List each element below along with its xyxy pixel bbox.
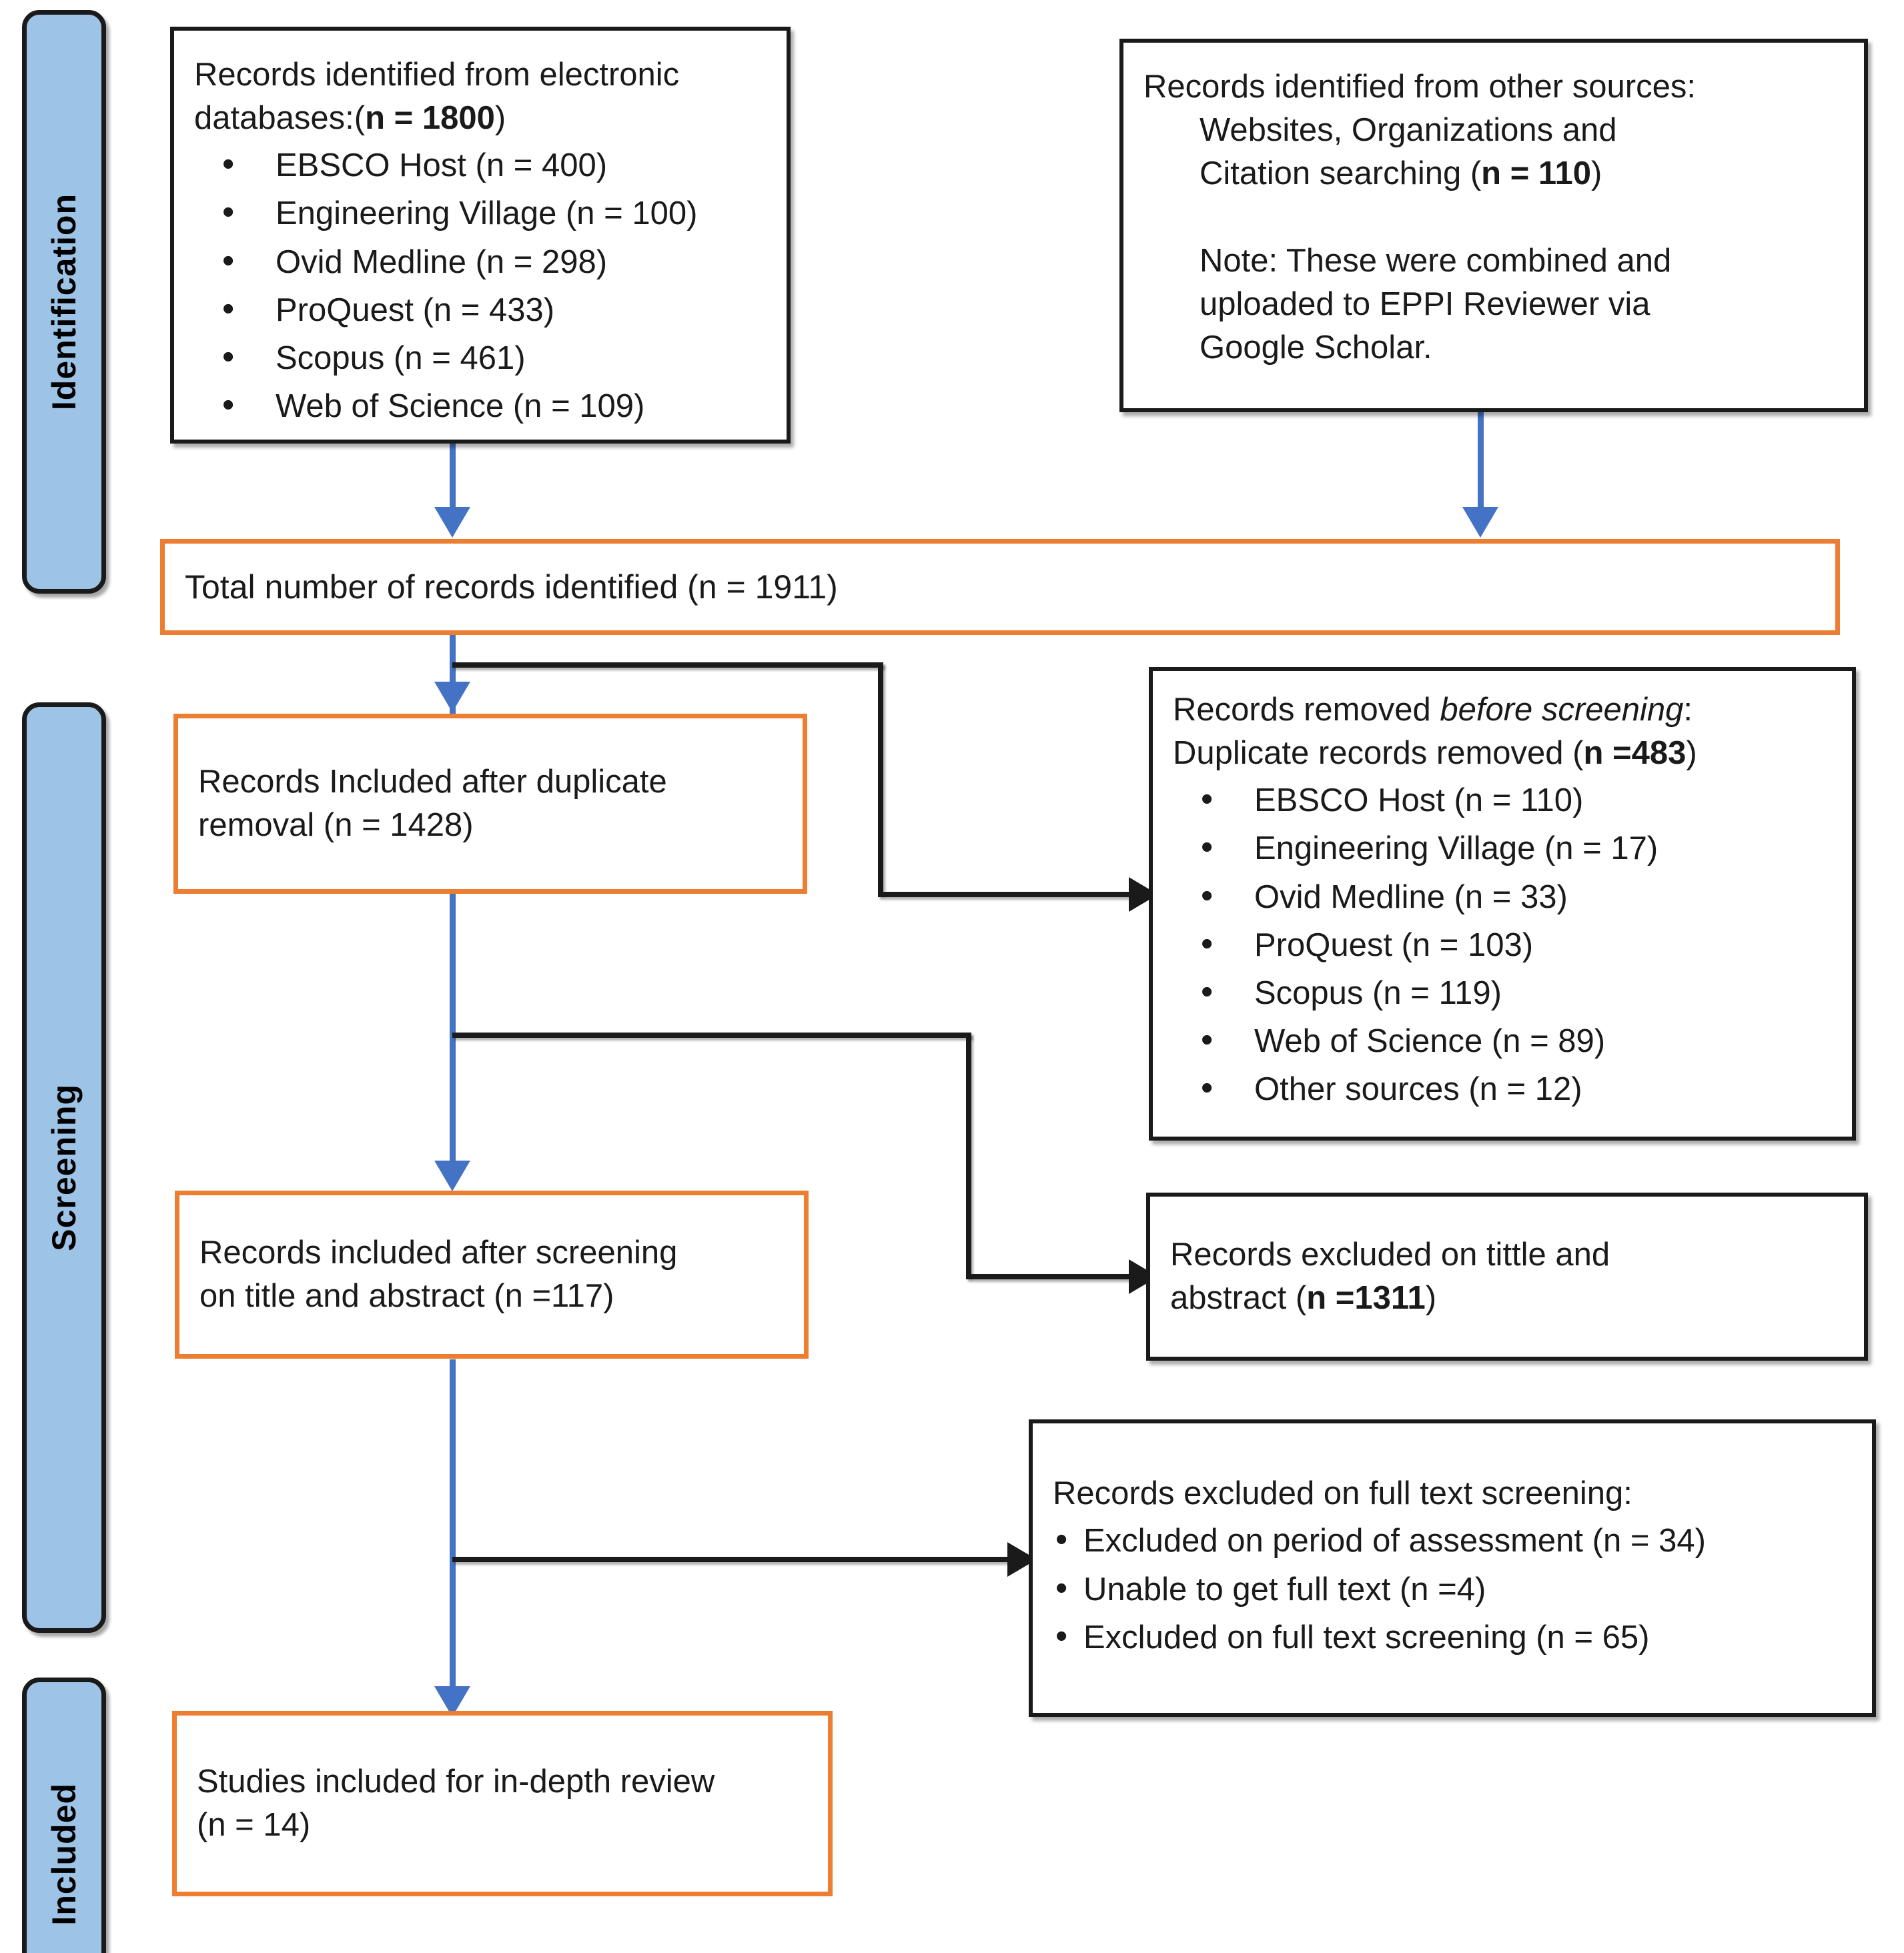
box-total-records-identified: Total number of records identified (n = …	[160, 539, 1840, 635]
list-item: Web of Science (n = 109)	[194, 382, 767, 428]
other-sources-line3: Citation searching (n = 110)	[1200, 155, 1602, 192]
stage-bar-identification: Identification	[22, 10, 106, 594]
databases-heading: Records identified from electronic datab…	[194, 57, 680, 137]
connector-othersources-to-total	[1478, 412, 1484, 511]
databases-list: EBSCO Host (n = 400) Engineering Village…	[194, 141, 767, 428]
box-studies-included: Studies included for in-depth review (n …	[172, 1711, 833, 1896]
box-records-identified-other-sources: Records identified from other sources: W…	[1119, 39, 1868, 412]
connector-total-to-afterdup	[450, 635, 456, 727]
stage-label-screening: Screening	[45, 1084, 83, 1251]
list-item: EBSCO Host (n = 400)	[194, 141, 767, 187]
other-sources-spacer	[1143, 195, 1844, 239]
connector-total-to-duplicates-h2	[878, 892, 1131, 897]
other-sources-note1: Note: These were combined and	[1200, 242, 1672, 279]
studies-line2: (n = 14)	[197, 1807, 311, 1843]
box-after-title-abstract-screening: Records included after screening on titl…	[175, 1191, 809, 1359]
box-duplicates-removed: Records removed before screening: Duplic…	[1149, 667, 1856, 1141]
list-item: Engineering Village (n = 17)	[1173, 824, 1832, 870]
connector-afterdup-to-excluded-h1	[452, 1033, 971, 1038]
excluded-title-line1: Records excluded on tittle and	[1170, 1236, 1610, 1273]
connector-afterdup-to-excluded-h2	[966, 1274, 1131, 1279]
list-item: Scopus (n = 461)	[194, 334, 767, 380]
afterdup-line2: removal (n = 1428)	[198, 807, 474, 843]
connector-afterdup-to-excluded-v	[966, 1033, 971, 1277]
stage-label-identification: Identification	[45, 193, 83, 411]
list-item: Unable to get full text (n =4)	[1053, 1565, 1852, 1611]
total-records-text: Total number of records identified (n = …	[185, 568, 838, 606]
stage-label-included: Included	[45, 1783, 83, 1926]
afterdup-line1: Records Included after duplicate	[198, 763, 667, 800]
fulltext-heading: Records excluded on full text screening:	[1053, 1475, 1632, 1512]
list-item: EBSCO Host (n = 110)	[1173, 776, 1832, 822]
stage-bar-screening: Screening	[22, 702, 106, 1633]
arrowhead-total-to-afterdup	[434, 682, 470, 712]
arrowhead-databases-to-total	[434, 507, 470, 538]
list-item: Ovid Medline (n = 33)	[1173, 873, 1832, 919]
list-item: ProQuest (n = 103)	[1173, 921, 1832, 967]
list-item: Other sources (n = 12)	[1173, 1065, 1832, 1111]
aftertitle-line1: Records included after screening	[199, 1234, 678, 1271]
stage-bar-included: Included	[22, 1678, 106, 1953]
list-item: Scopus (n = 119)	[1173, 969, 1832, 1015]
box-records-identified-databases: Records identified from electronic datab…	[170, 27, 791, 444]
list-item: Excluded on full text screening (n = 65)	[1053, 1613, 1852, 1660]
studies-line1: Studies included for in-depth review	[197, 1763, 715, 1800]
other-sources-line1: Records identified from other sources:	[1143, 69, 1696, 105]
box-excluded-title-abstract: Records excluded on tittle and abstract …	[1146, 1193, 1868, 1361]
list-item: Excluded on period of assessment (n = 34…	[1053, 1517, 1852, 1563]
other-sources-note3: Google Scholar.	[1200, 329, 1432, 366]
duplicates-heading: Records removed before screening:	[1173, 692, 1693, 728]
connector-aftertitle-to-fulltext	[452, 1557, 1011, 1562]
list-item: Ovid Medline (n = 298)	[194, 238, 767, 284]
connector-aftertitle-to-studies	[450, 1359, 456, 1693]
box-after-duplicate-removal: Records Included after duplicate removal…	[173, 714, 807, 894]
excluded-title-line2: abstract (n =1311)	[1170, 1280, 1437, 1316]
list-item: ProQuest (n = 433)	[194, 286, 767, 332]
list-item: Web of Science (n = 89)	[1173, 1017, 1832, 1063]
connector-afterdup-to-aftertitle	[450, 887, 456, 1161]
duplicates-list: EBSCO Host (n = 110) Engineering Village…	[1173, 776, 1832, 1111]
connector-total-to-duplicates-h1	[452, 662, 883, 668]
list-item: Engineering Village (n = 100)	[194, 189, 767, 235]
arrowhead-othersources-to-total	[1462, 507, 1498, 538]
other-sources-line2: Websites, Organizations and	[1200, 112, 1617, 149]
other-sources-note2: uploaded to EPPI Reviewer via	[1200, 285, 1650, 322]
box-excluded-full-text: Records excluded on full text screening:…	[1029, 1419, 1876, 1717]
arrowhead-afterdup-to-aftertitle	[434, 1161, 470, 1191]
aftertitle-line2: on title and abstract (n =117)	[199, 1278, 614, 1314]
duplicates-subheading: Duplicate records removed (n =483)	[1173, 735, 1697, 772]
fulltext-list: Excluded on period of assessment (n = 34…	[1053, 1517, 1852, 1660]
connector-total-to-duplicates-v	[878, 662, 883, 894]
connector-databases-to-total	[450, 442, 456, 511]
